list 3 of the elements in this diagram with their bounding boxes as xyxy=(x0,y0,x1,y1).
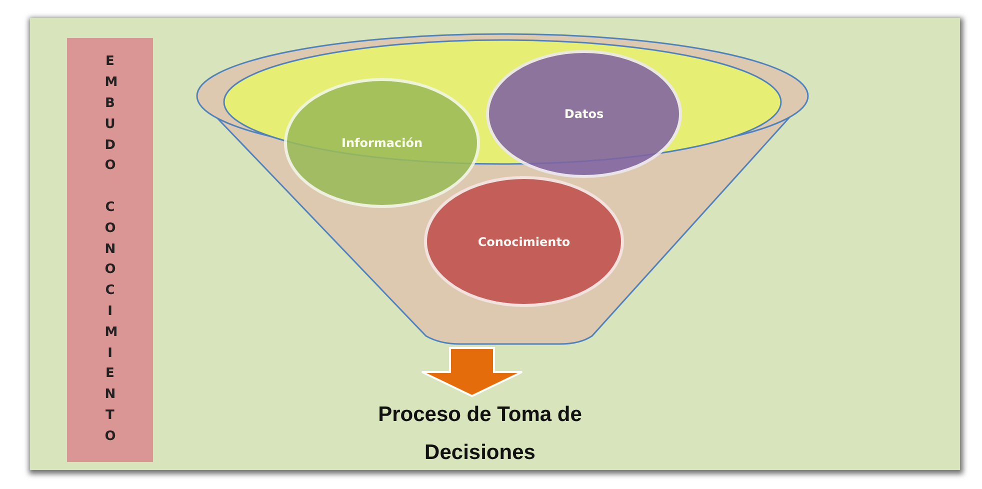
vertical-title: EMBUDO CONOCIMIENTO xyxy=(104,53,116,446)
block-arrow xyxy=(421,347,523,398)
result-text: Proceso de Toma de Decisiones xyxy=(340,396,620,472)
